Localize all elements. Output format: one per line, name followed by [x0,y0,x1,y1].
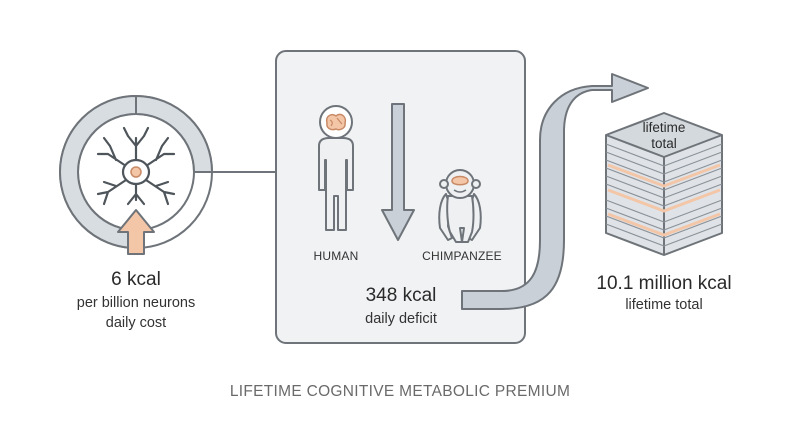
curved-arrow-icon [461,73,649,310]
up-arrow-icon [117,209,155,255]
down-arrow-icon [381,103,415,241]
deficit-value: 348 kcal [365,285,437,306]
caption: LIFETIME COGNITIVE METABOLIC PREMIUM [229,383,571,400]
stack-label: lifetime total [624,120,704,152]
stack-label-line2: total [651,136,677,151]
neuron-subtitle-2: daily cost [105,315,167,331]
neuron-icon [96,126,176,206]
lifetime-subtitle: lifetime total [625,297,703,313]
stack-layers [605,143,723,247]
human-label: HUMAN [313,249,359,263]
deficit-subtitle: daily deficit [365,311,437,327]
lifetime-stack-icon [605,112,723,256]
stack-label-line1: lifetime [642,120,686,135]
chimpanzee-icon [438,169,482,243]
stack-accent-layers [607,163,721,237]
neuron-subtitle-1: per billion neurons [76,295,196,311]
lifetime-value: 10.1 million kcal [596,273,732,294]
chimpanzee-label: CHIMPANZEE [422,249,502,263]
neuron-value: 6 kcal [111,269,161,290]
human-icon [318,105,354,231]
